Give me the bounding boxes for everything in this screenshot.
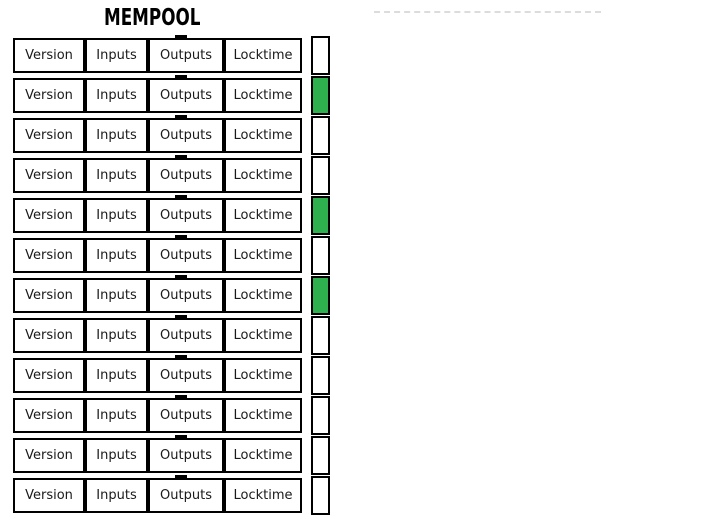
- tx-field-outputs: Outputs: [148, 238, 224, 273]
- tx-status-box: [311, 276, 330, 315]
- row-tick-mark: [175, 315, 187, 319]
- transaction-row: Version Inputs Outputs Locktime: [13, 195, 330, 235]
- tx-field-outputs: Outputs: [148, 38, 224, 73]
- tx-field-locktime: Locktime: [224, 78, 302, 113]
- tx-field-version: Version: [13, 278, 85, 313]
- tx-field-version: Version: [13, 118, 85, 153]
- tx-field-version: Version: [13, 238, 85, 273]
- tx-field-inputs: Inputs: [85, 438, 148, 473]
- tx-field-locktime: Locktime: [224, 438, 302, 473]
- tx-status-box: [311, 76, 330, 115]
- tx-field-version: Version: [13, 398, 85, 433]
- tx-field-locktime: Locktime: [224, 318, 302, 353]
- tx-field-locktime: Locktime: [224, 238, 302, 273]
- transaction-row: Version Inputs Outputs Locktime: [13, 395, 330, 435]
- row-tick-mark: [175, 75, 187, 79]
- dashed-divider-line: [374, 11, 601, 13]
- tx-field-inputs: Inputs: [85, 78, 148, 113]
- tx-status-box: [311, 356, 330, 395]
- tx-field-version: Version: [13, 198, 85, 233]
- tx-field-outputs: Outputs: [148, 118, 224, 153]
- tx-field-outputs: Outputs: [148, 358, 224, 393]
- row-tick-mark: [175, 395, 187, 399]
- transaction-row: Version Inputs Outputs Locktime: [13, 315, 330, 355]
- tx-status-box: [311, 316, 330, 355]
- tx-field-version: Version: [13, 78, 85, 113]
- tx-field-version: Version: [13, 318, 85, 353]
- tx-field-locktime: Locktime: [224, 198, 302, 233]
- tx-field-outputs: Outputs: [148, 198, 224, 233]
- tx-field-version: Version: [13, 438, 85, 473]
- tx-status-box: [311, 236, 330, 275]
- tx-field-outputs: Outputs: [148, 78, 224, 113]
- tx-status-box: [311, 196, 330, 235]
- tx-status-box: [311, 396, 330, 435]
- tx-field-outputs: Outputs: [148, 318, 224, 353]
- transaction-row: Version Inputs Outputs Locktime: [13, 355, 330, 395]
- row-tick-mark: [175, 195, 187, 199]
- transaction-row: Version Inputs Outputs Locktime: [13, 275, 330, 315]
- tx-field-outputs: Outputs: [148, 478, 224, 513]
- tx-field-locktime: Locktime: [224, 358, 302, 393]
- transaction-row: Version Inputs Outputs Locktime: [13, 155, 330, 195]
- tx-field-version: Version: [13, 38, 85, 73]
- tx-field-locktime: Locktime: [224, 398, 302, 433]
- tx-field-locktime: Locktime: [224, 158, 302, 193]
- row-tick-mark: [175, 115, 187, 119]
- tx-field-inputs: Inputs: [85, 358, 148, 393]
- tx-field-version: Version: [13, 478, 85, 513]
- row-tick-mark: [175, 155, 187, 159]
- tx-field-inputs: Inputs: [85, 198, 148, 233]
- tx-field-inputs: Inputs: [85, 238, 148, 273]
- transaction-row: Version Inputs Outputs Locktime: [13, 235, 330, 275]
- page-title: MEMPOOL: [104, 5, 201, 31]
- tx-field-inputs: Inputs: [85, 158, 148, 193]
- tx-field-inputs: Inputs: [85, 478, 148, 513]
- tx-field-outputs: Outputs: [148, 438, 224, 473]
- tx-field-version: Version: [13, 358, 85, 393]
- tx-field-locktime: Locktime: [224, 278, 302, 313]
- tx-field-outputs: Outputs: [148, 398, 224, 433]
- transaction-row: Version Inputs Outputs Locktime: [13, 475, 330, 515]
- row-tick-mark: [175, 35, 187, 39]
- row-tick-mark: [175, 235, 187, 239]
- tx-status-box: [311, 156, 330, 195]
- transaction-row: Version Inputs Outputs Locktime: [13, 115, 330, 155]
- tx-status-box: [311, 436, 330, 475]
- tx-field-inputs: Inputs: [85, 38, 148, 73]
- transaction-row: Version Inputs Outputs Locktime: [13, 35, 330, 75]
- tx-status-box: [311, 36, 330, 75]
- transaction-row: Version Inputs Outputs Locktime: [13, 435, 330, 475]
- mempool-transaction-list: Version Inputs Outputs Locktime Version …: [13, 35, 330, 518]
- tx-field-outputs: Outputs: [148, 278, 224, 313]
- tx-field-version: Version: [13, 158, 85, 193]
- tx-field-locktime: Locktime: [224, 118, 302, 153]
- transaction-row: Version Inputs Outputs Locktime: [13, 75, 330, 115]
- tx-field-inputs: Inputs: [85, 118, 148, 153]
- tx-field-locktime: Locktime: [224, 38, 302, 73]
- tx-field-locktime: Locktime: [224, 478, 302, 513]
- row-tick-mark: [175, 475, 187, 479]
- tx-status-box: [311, 476, 330, 515]
- tx-field-outputs: Outputs: [148, 158, 224, 193]
- tx-field-inputs: Inputs: [85, 398, 148, 433]
- row-tick-mark: [175, 275, 187, 279]
- row-tick-mark: [175, 435, 187, 439]
- tx-field-inputs: Inputs: [85, 278, 148, 313]
- tx-field-inputs: Inputs: [85, 318, 148, 353]
- tx-status-box: [311, 116, 330, 155]
- row-tick-mark: [175, 355, 187, 359]
